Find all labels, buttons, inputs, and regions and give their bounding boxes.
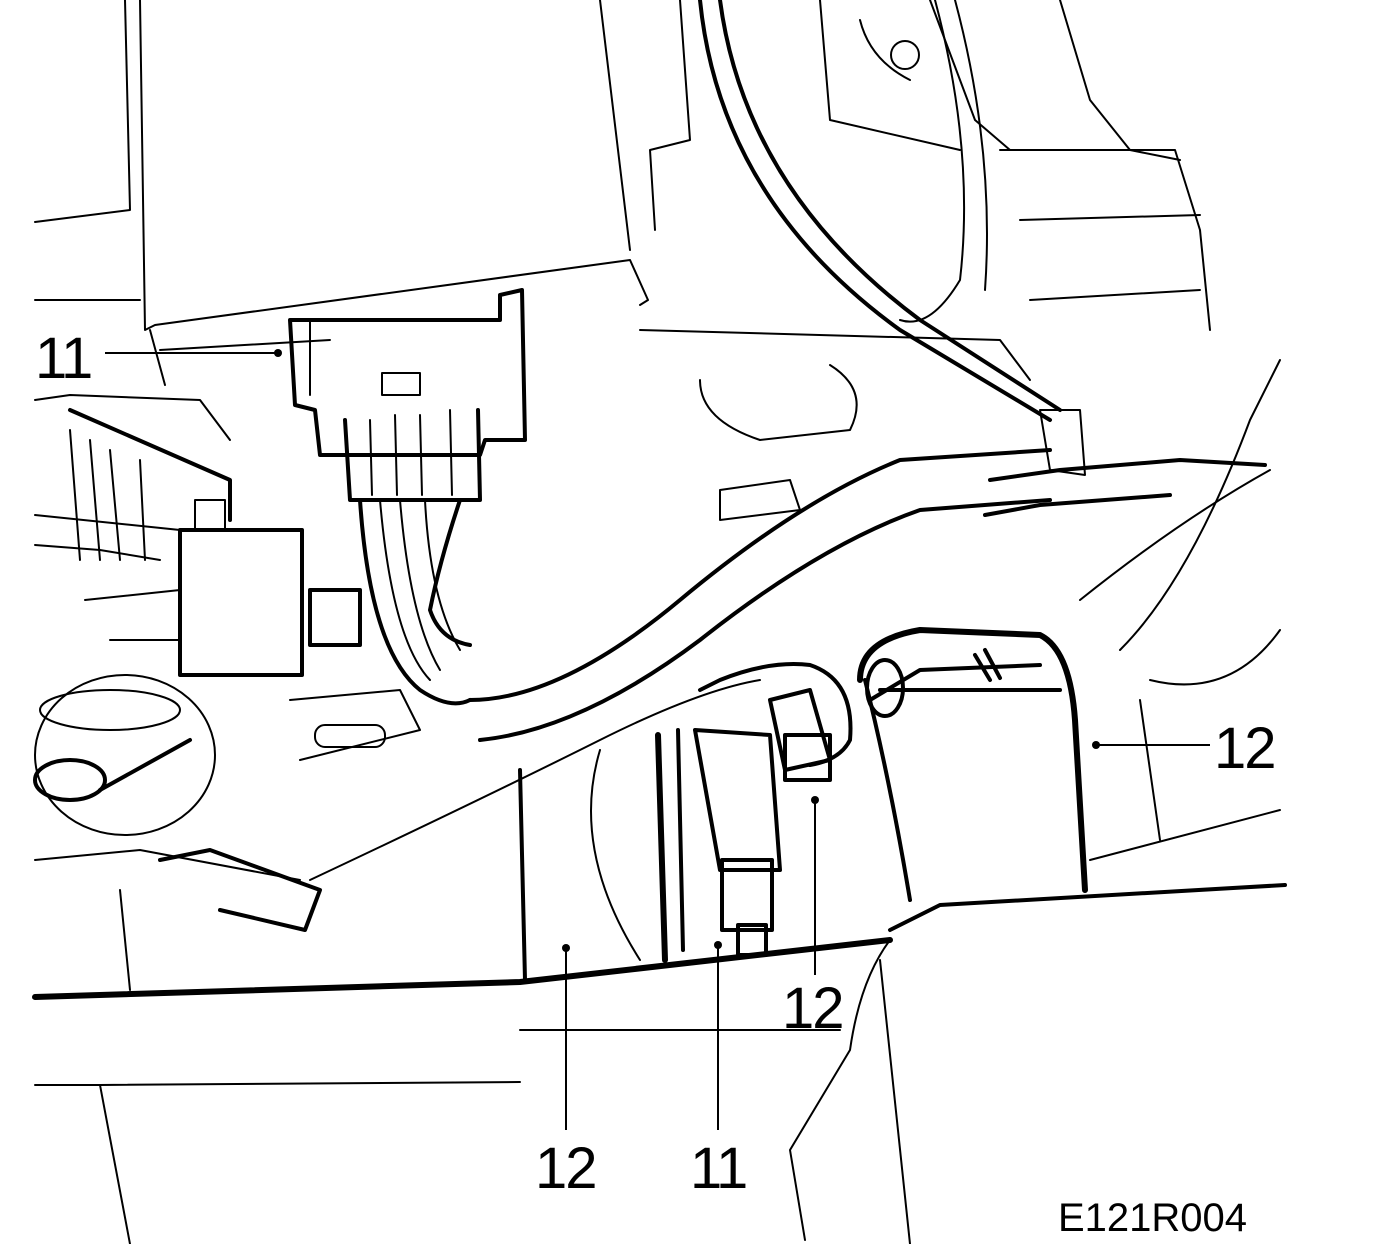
- main-hose: [309, 364, 1267, 961]
- leader-lines: [105, 349, 1210, 1130]
- upper-housing: [34, 0, 1211, 386]
- right-pipe-clamp: [857, 359, 1281, 902]
- callout-12-bolt: 12: [782, 976, 844, 1041]
- callout-12-pipe: 12: [1214, 716, 1276, 781]
- callout-12-bracket: 12: [535, 1136, 597, 1201]
- upper-hose: [698, 0, 1062, 422]
- figure-code: E121R004: [1058, 1196, 1248, 1240]
- electrical-connector: [288, 288, 527, 706]
- lower-frame: [32, 768, 1287, 1244]
- sensor-and-bolt: [655, 662, 853, 963]
- left-components: [33, 299, 421, 991]
- callout-11-connector: 11: [35, 326, 93, 391]
- callout-11-sensor: 11: [690, 1136, 748, 1201]
